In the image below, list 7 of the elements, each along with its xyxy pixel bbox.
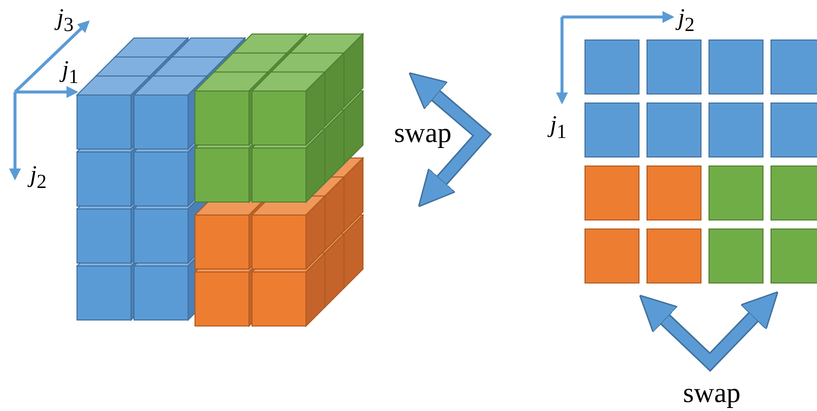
axis-label: j$_{2}$ bbox=[30, 163, 47, 192]
swap-label: swap bbox=[683, 380, 741, 408]
axis-label: j$_{1}$ bbox=[550, 113, 567, 142]
axis-label: j$_{1}$ bbox=[62, 58, 79, 87]
axis-label: j$_{3}$ bbox=[57, 6, 74, 35]
swap-label: swap bbox=[394, 120, 452, 148]
axis-label: j$_{2}$ bbox=[678, 6, 695, 35]
